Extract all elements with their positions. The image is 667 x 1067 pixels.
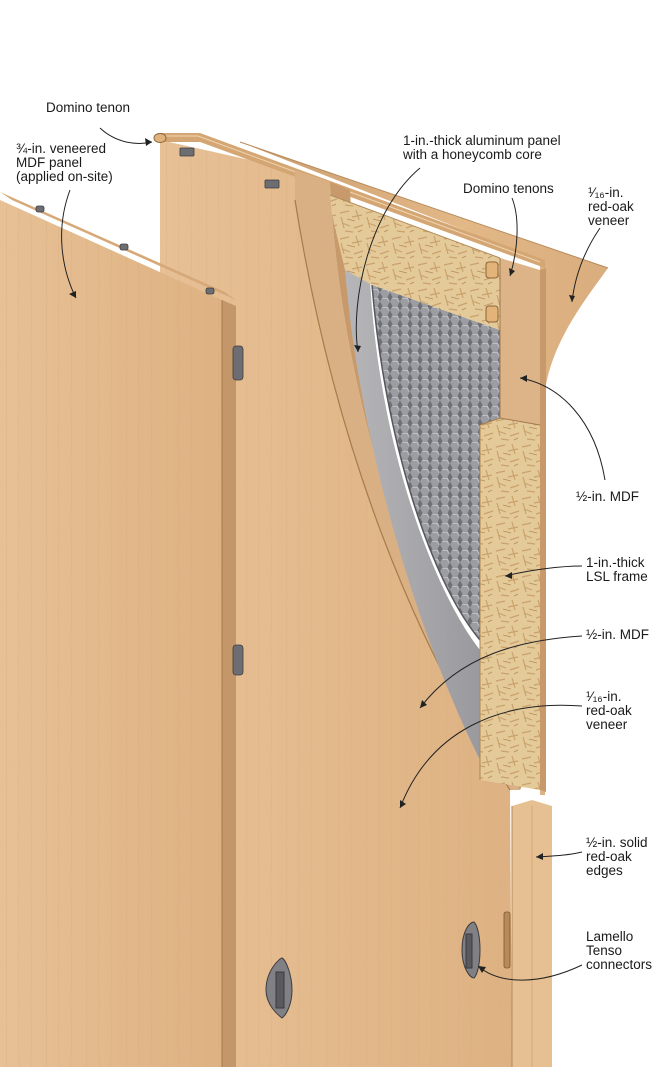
domino-tenon-top [153,133,167,143]
mdf-layer-outer [295,170,520,790]
label-solid-edges: ½-in. solid red-oak edges [586,835,648,878]
label-tenso: Lamello Tenso connectors [586,929,653,972]
label-mdf-panel: ¾-in. veneered MDF panel (applied on-sit… [16,141,113,184]
tenso-connector-right [461,921,481,979]
aluminum-skin [345,270,480,760]
tenso-slot [503,911,511,969]
domino-tenon-right-2 [485,305,499,323]
tenso-connector-left [265,957,293,1019]
label-mdf-upper: ½-in. MDF [576,489,640,504]
panel-edge-clips [35,147,280,676]
label-veneer-lower: ¹⁄₁₆-in. red-oak veneer [586,689,632,732]
label-domino-tenons: Domino tenons [463,181,554,196]
lsl-frame-stile [480,418,540,790]
leader-lines [61,127,606,981]
domino-tenon-right-1 [485,261,499,279]
honeycomb-core [372,285,500,640]
label-mdf-lower: ½-in. MDF [586,627,650,642]
label-veneer-top: ¹⁄₁₆-in. red-oak veneer [588,185,634,228]
label-lsl-frame: 1-in.-thick LSL frame [586,555,648,584]
lsl-top [330,195,500,330]
label-aluminum-panel: 1-in.-thick aluminum panel with a honeyc… [403,133,561,162]
label-domino-tenon: Domino tenon [46,100,131,115]
